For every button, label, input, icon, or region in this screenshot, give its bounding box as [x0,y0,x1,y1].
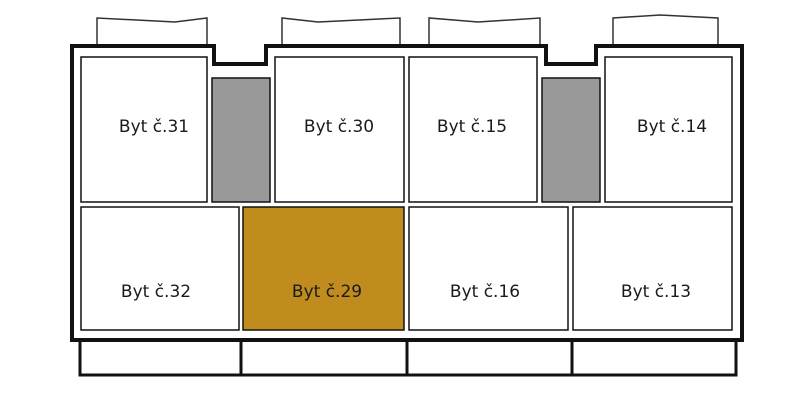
unit-byt-29-label: Byt č.29 [292,282,362,302]
balcony-top-4 [612,14,719,47]
unit-byt-16[interactable]: Byt č.16 [408,206,569,331]
unit-byt-30-label: Byt č.30 [304,117,374,137]
unit-byt-29[interactable]: Byt č.29 [242,206,405,331]
unit-byt-29-shape [242,206,405,331]
top-balconies [96,14,719,47]
stair-core-left [211,77,271,203]
unit-byt-32-label: Byt č.32 [121,282,191,302]
unit-byt-32[interactable]: Byt č.32 [80,206,240,331]
unit-byt-15-label: Byt č.15 [437,117,507,137]
unit-byt-30-shape [274,56,405,203]
unit-byt-32-shape [80,206,240,331]
balcony-top-2 [281,17,401,47]
unit-byt-14[interactable]: Byt č.14 [604,56,733,203]
bottom-terraces [78,340,738,377]
balcony-top-1 [96,17,208,47]
unit-byt-31[interactable]: Byt č.31 [80,56,208,203]
unit-byt-31-shape [80,56,208,203]
unit-byt-13[interactable]: Byt č.13 [572,206,733,331]
unit-byt-31-label: Byt č.31 [119,117,189,137]
unit-byt-13-label: Byt č.13 [621,282,691,302]
unit-byt-15[interactable]: Byt č.15 [408,56,538,203]
unit-byt-15-shape [408,56,538,203]
unit-byt-30[interactable]: Byt č.30 [274,56,405,203]
balcony-top-3 [428,17,541,47]
unit-byt-16-shape [408,206,569,331]
unit-byt-14-shape [604,56,733,203]
unit-byt-14-label: Byt č.14 [637,117,707,137]
unit-byt-13-shape [572,206,733,331]
unit-byt-16-label: Byt č.16 [450,282,520,302]
stair-core-right [541,77,601,203]
